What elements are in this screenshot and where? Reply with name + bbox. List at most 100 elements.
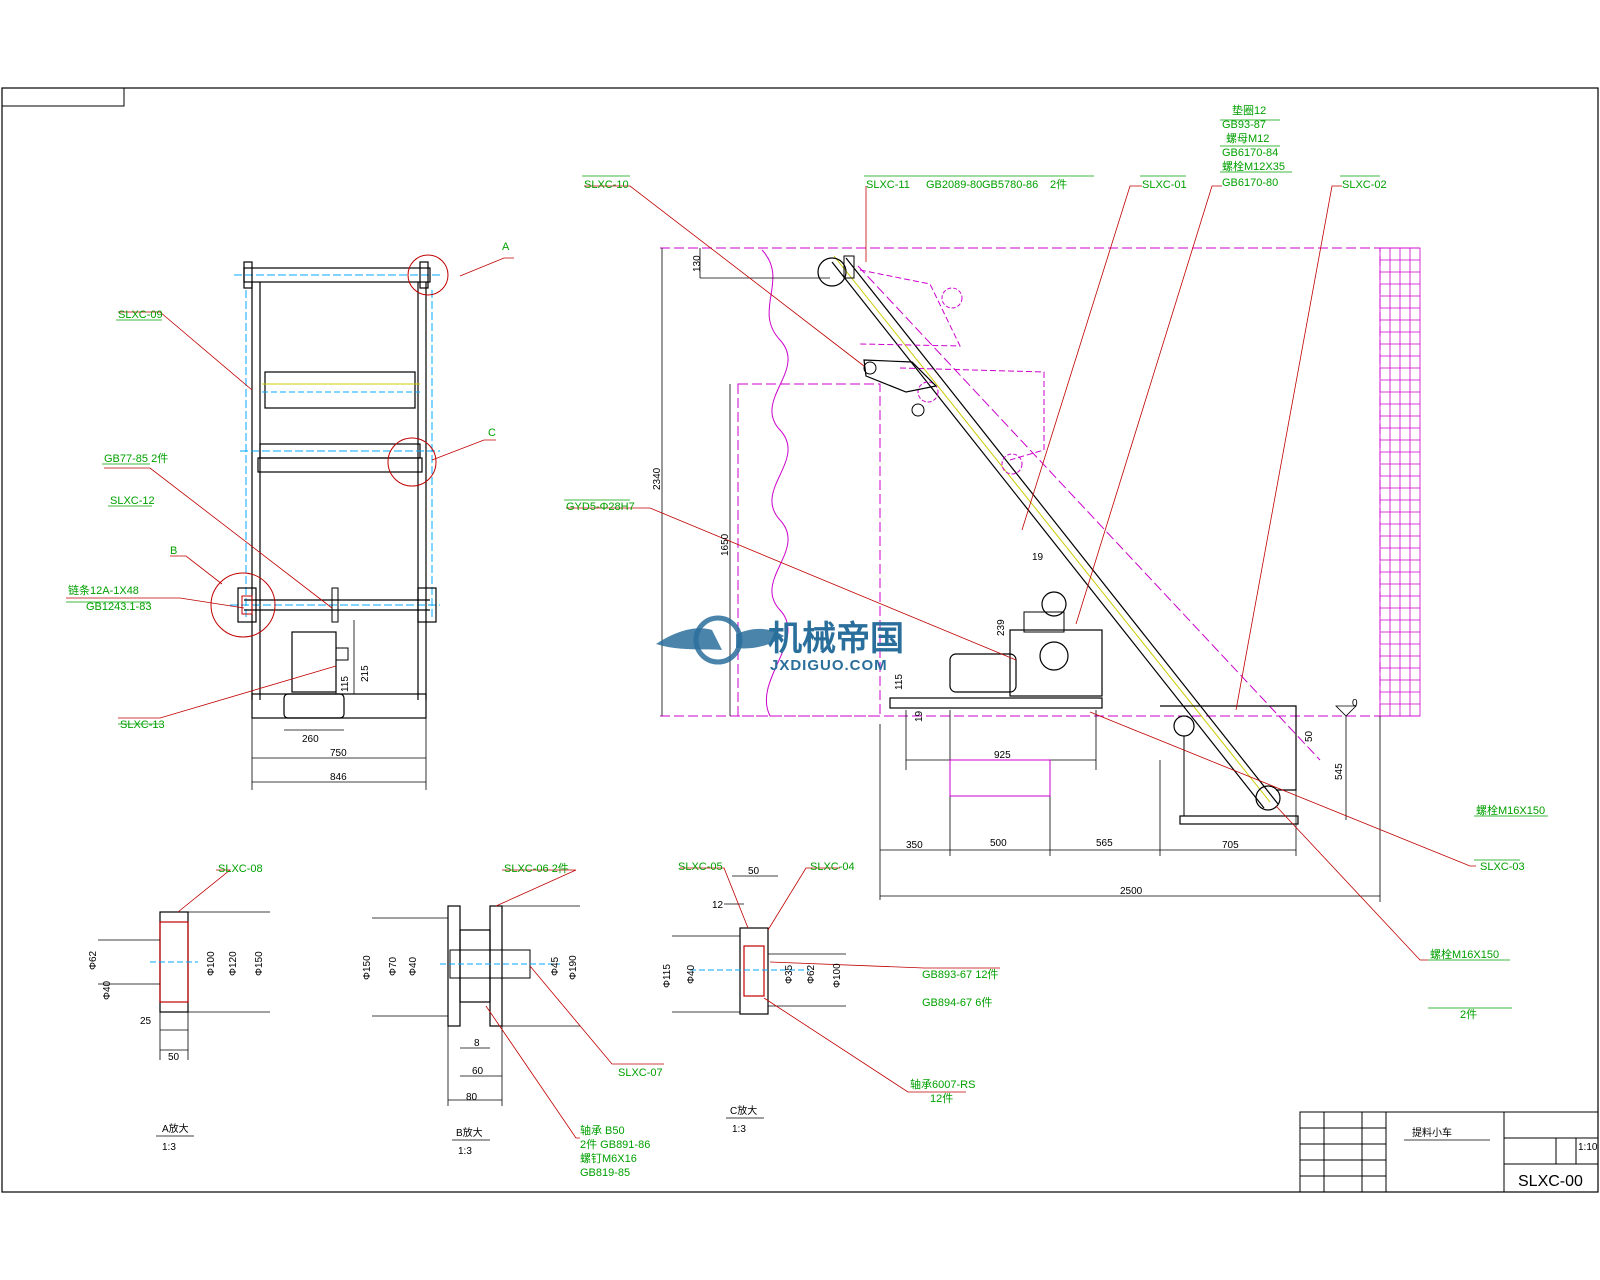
- side-view-leader-underlines: [564, 119, 1548, 1009]
- detail-b-phi40: Φ40: [408, 956, 419, 976]
- dim-925: 925: [994, 750, 1011, 761]
- title-block-scale: 1:10: [1578, 1142, 1598, 1153]
- detail-a-phi150: Φ150: [254, 951, 265, 976]
- detail-a-phi120: Φ120: [228, 951, 239, 976]
- detail-b-phi150: Φ150: [362, 955, 373, 980]
- label-chain-std: GB1243.1-83: [86, 601, 151, 613]
- view-c-title: C放大: [730, 1104, 757, 1117]
- detail-circle-b: [210, 572, 276, 638]
- title-block: [1299, 1111, 1599, 1193]
- dim-260: 260: [302, 734, 319, 745]
- title-block-name: 提料小车: [1412, 1126, 1452, 1139]
- detail-a-leader: [177, 869, 232, 913]
- dim-115-left: 115: [340, 676, 351, 692]
- front-view: [210, 254, 449, 790]
- front-view-leader-underlines: [66, 319, 162, 725]
- detail-c: [672, 875, 846, 1015]
- detail-b-80: 80: [466, 1092, 478, 1103]
- dim-846: 846: [330, 772, 347, 783]
- detail-b-60: 60: [472, 1066, 484, 1077]
- detail-c-50: 50: [748, 866, 760, 877]
- dim-565: 565: [1096, 838, 1113, 849]
- detail-b-leader-bearing: [485, 1005, 580, 1139]
- sheet-border: [1, 87, 1599, 1193]
- label-nut12: 螺母M12: [1226, 132, 1269, 145]
- detail-b-leader-top: [495, 869, 577, 907]
- mark-a: A: [502, 241, 510, 253]
- detail-c-leader-right: [767, 867, 840, 931]
- watermark-wings-icon: [656, 628, 722, 650]
- label-m16x150b: 螺栓M16X150: [1430, 947, 1499, 961]
- dim-50: 50: [1304, 730, 1315, 742]
- detail-c-leader-circlip: [769, 961, 1000, 969]
- detail-c-phi100: Φ100: [832, 963, 843, 988]
- label-slxc03: SLXC-03: [1480, 861, 1525, 873]
- dim-350: 350: [906, 840, 923, 851]
- label-gb2089: GB2089-80: [926, 179, 982, 191]
- label-slxc12: SLXC-12: [110, 495, 155, 507]
- detail-c-phi35: Φ35: [784, 964, 795, 984]
- label-gb819: GB819-85: [580, 1167, 630, 1179]
- label-slxc01: SLXC-01: [1142, 179, 1187, 191]
- detail-a-phi100: Φ100: [206, 951, 217, 976]
- mark-b: B: [170, 545, 177, 557]
- dim-115-side: 115: [894, 674, 905, 690]
- side-view: [660, 247, 1421, 902]
- label-gb6170a: GB6170-84: [1222, 147, 1278, 159]
- title-block-drawing-no: SLXC-00: [1518, 1173, 1583, 1190]
- detail-a: [98, 911, 270, 1060]
- label-chain: 链条12A-1X48: [68, 583, 139, 597]
- label-gb5780: GB5780-86: [982, 179, 1038, 191]
- label-limit-qty: 2件: [1460, 1008, 1477, 1021]
- label-slxc08: SLXC-08: [218, 863, 263, 875]
- label-m6: 螺钉M6X16: [580, 1152, 637, 1165]
- label-gb93: GB93-87: [1222, 119, 1266, 131]
- label-slxc02: SLXC-02: [1342, 179, 1387, 191]
- detail-b: [372, 905, 580, 1106]
- label-slxc07: SLXC-07: [618, 1067, 663, 1079]
- view-a-title: A放大: [162, 1122, 189, 1135]
- side-view-leaders: [566, 185, 1476, 961]
- dim-545: 545: [1334, 763, 1345, 780]
- view-c-scale: 1:3: [732, 1124, 746, 1135]
- mark-c: C: [488, 427, 496, 439]
- detail-b-leader-shaft: [529, 965, 664, 1065]
- detail-c-12: 12: [712, 900, 724, 911]
- dim-750: 750: [330, 748, 347, 759]
- label-gb891: 2件 GB891-86: [580, 1138, 650, 1151]
- label-bearing-qty: 12件: [930, 1092, 953, 1105]
- detail-a-25: 25: [140, 1016, 152, 1027]
- detail-c-phi62: Φ62: [806, 964, 817, 984]
- label-gyd5: GYD5-Φ28H7: [566, 501, 635, 513]
- label-slxc10: SLXC-10: [584, 179, 629, 191]
- detail-circle-c: [387, 437, 437, 487]
- detail-b-phi45: Φ45: [550, 956, 561, 976]
- dim-130: 130: [692, 255, 703, 272]
- detail-c-leader-bearing: [763, 997, 966, 1093]
- label-gb893: GB893-67 12件: [922, 968, 998, 981]
- watermark-cn: 机械帝国: [768, 620, 904, 658]
- label-slxc06: SLXC-06 2件: [504, 862, 569, 875]
- front-view-leaders: [66, 257, 514, 719]
- detail-a-50: 50: [168, 1052, 180, 1063]
- dim-705: 705: [1222, 840, 1239, 851]
- label-bearing: 轴承6007-RS: [910, 1077, 975, 1091]
- dim-2340: 2340: [652, 467, 663, 490]
- detail-a-phi62: Φ62: [88, 950, 99, 970]
- label-bolt-std: GB77-85 2件: [104, 452, 168, 465]
- label-washer12: 垫圈12: [1232, 103, 1266, 117]
- dim-2500: 2500: [1120, 886, 1143, 897]
- detail-a-phi40: Φ40: [102, 980, 113, 1000]
- detail-b-phi70: Φ70: [388, 956, 399, 976]
- watermark: 机械帝国 JXDIGUO.COM: [656, 615, 904, 674]
- dim-215: 215: [360, 665, 371, 682]
- detail-c-leader-left: [680, 867, 749, 929]
- label-slxc09: SLXC-09: [118, 309, 163, 321]
- view-b-scale: 1:3: [458, 1146, 472, 1157]
- view-a-scale: 1:3: [162, 1142, 176, 1153]
- label-slxc11: SLXC-11: [866, 179, 910, 191]
- label-gb6170b: GB6170-80: [1222, 177, 1278, 189]
- label-slxc05: SLXC-05: [678, 861, 723, 873]
- label-bolt12x35: 螺栓M12X35: [1222, 159, 1285, 173]
